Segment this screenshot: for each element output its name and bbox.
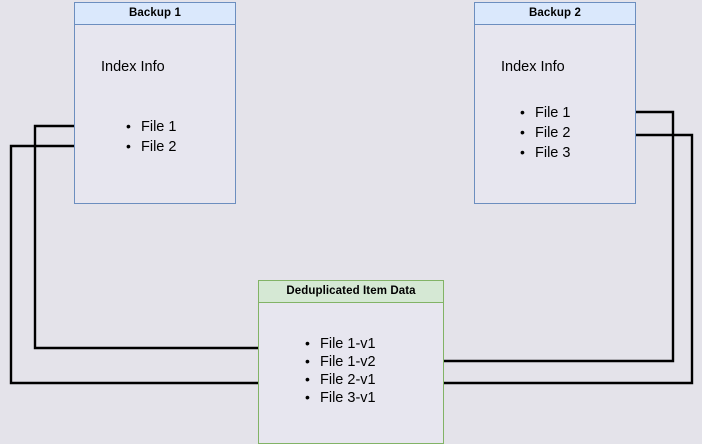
list-item: File 2-v1	[304, 370, 376, 389]
connector-b1-file2-to-file2v1	[9, 144, 301, 387]
index-info-label-backup-2: Index Info	[501, 59, 565, 75]
list-item: File 1	[125, 116, 176, 137]
list-item: File 1	[519, 102, 570, 123]
node-backup-1-title: Backup 1	[75, 3, 235, 25]
node-deduplicated-item-data-title: Deduplicated Item Data	[259, 281, 443, 303]
node-backup-2[interactable]: Backup 2 Index Info File 1 File 2 File 3	[474, 2, 636, 204]
list-item: File 1-v1	[304, 334, 376, 353]
list-item: File 1-v2	[304, 352, 376, 371]
list-item: File 2	[125, 136, 176, 157]
list-item: File 3	[519, 142, 570, 163]
list-item: File 3-v1	[304, 388, 376, 407]
file-list-deduplicated: File 1-v1 File 1-v2 File 2-v1 File 3-v1	[304, 334, 376, 407]
node-backup-2-title: Backup 2	[475, 3, 635, 25]
node-deduplicated-item-data[interactable]: Deduplicated Item Data File 1-v1 File 1-…	[258, 280, 444, 444]
connector-b2-file2-to-file2v1	[394, 133, 694, 387]
file-list-backup-2: File 1 File 2 File 3	[519, 102, 570, 163]
file-list-backup-1: File 1 File 2	[125, 116, 176, 157]
list-item: File 2	[519, 122, 570, 143]
node-backup-1-body: Index Info File 1 File 2	[75, 25, 235, 203]
node-backup-1[interactable]: Backup 1 Index Info File 1 File 2	[74, 2, 236, 204]
node-deduplicated-item-data-body: File 1-v1 File 1-v2 File 2-v1 File 3-v1	[259, 303, 443, 443]
index-info-label-backup-1: Index Info	[101, 59, 165, 75]
node-backup-2-body: Index Info File 1 File 2 File 3	[475, 25, 635, 203]
